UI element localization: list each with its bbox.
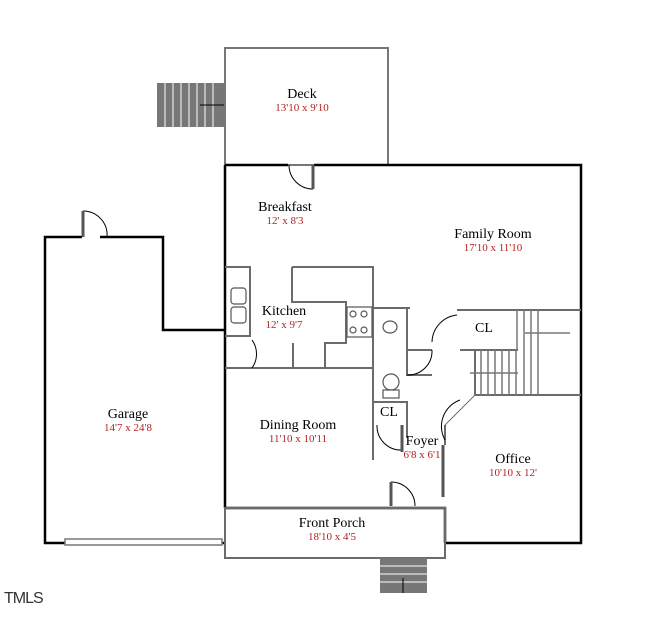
bathroom-sink-icon xyxy=(382,320,398,334)
deck-stairs xyxy=(157,83,225,127)
room-dims: 11'10 x 10'11 xyxy=(268,433,328,445)
porch-stairs xyxy=(380,558,427,593)
exterior-walls xyxy=(43,163,583,545)
room-name: Office xyxy=(495,452,531,467)
kitchen-fixtures xyxy=(230,287,400,399)
toilet-icon xyxy=(382,373,400,391)
room-dims: 12' x 8'3 xyxy=(266,215,304,227)
room-dims: 13'10 x 9'10 xyxy=(275,102,329,114)
closet-label: CL xyxy=(380,405,398,420)
closet-label: CL xyxy=(475,321,493,336)
room-name: Front Porch xyxy=(298,516,366,531)
room-name: Foyer xyxy=(405,434,439,449)
room-dims: 18'10 x 4'5 xyxy=(308,531,356,543)
garage-door xyxy=(64,538,223,546)
interior-walls xyxy=(224,266,581,559)
room-name: Breakfast xyxy=(258,200,312,215)
doors xyxy=(81,164,461,507)
room-name: Deck xyxy=(287,87,317,102)
watermark: TMLS xyxy=(4,590,44,607)
interior-stairs xyxy=(470,310,570,395)
room-name: Family Room xyxy=(454,227,532,242)
room-dims: 17'10 x 11'10 xyxy=(463,242,523,254)
room-name: Garage xyxy=(107,407,149,422)
room-dims: 6'8 x 6'1 xyxy=(403,449,441,461)
sink-icon xyxy=(230,287,247,305)
room-dims: 14'7 x 24'8 xyxy=(104,422,152,434)
room-dims: 10'10 x 12' xyxy=(489,467,537,479)
room-name: Kitchen xyxy=(261,304,307,319)
room-dims: 12' x 9'7 xyxy=(265,319,303,331)
room-name: Dining Room xyxy=(259,418,337,433)
